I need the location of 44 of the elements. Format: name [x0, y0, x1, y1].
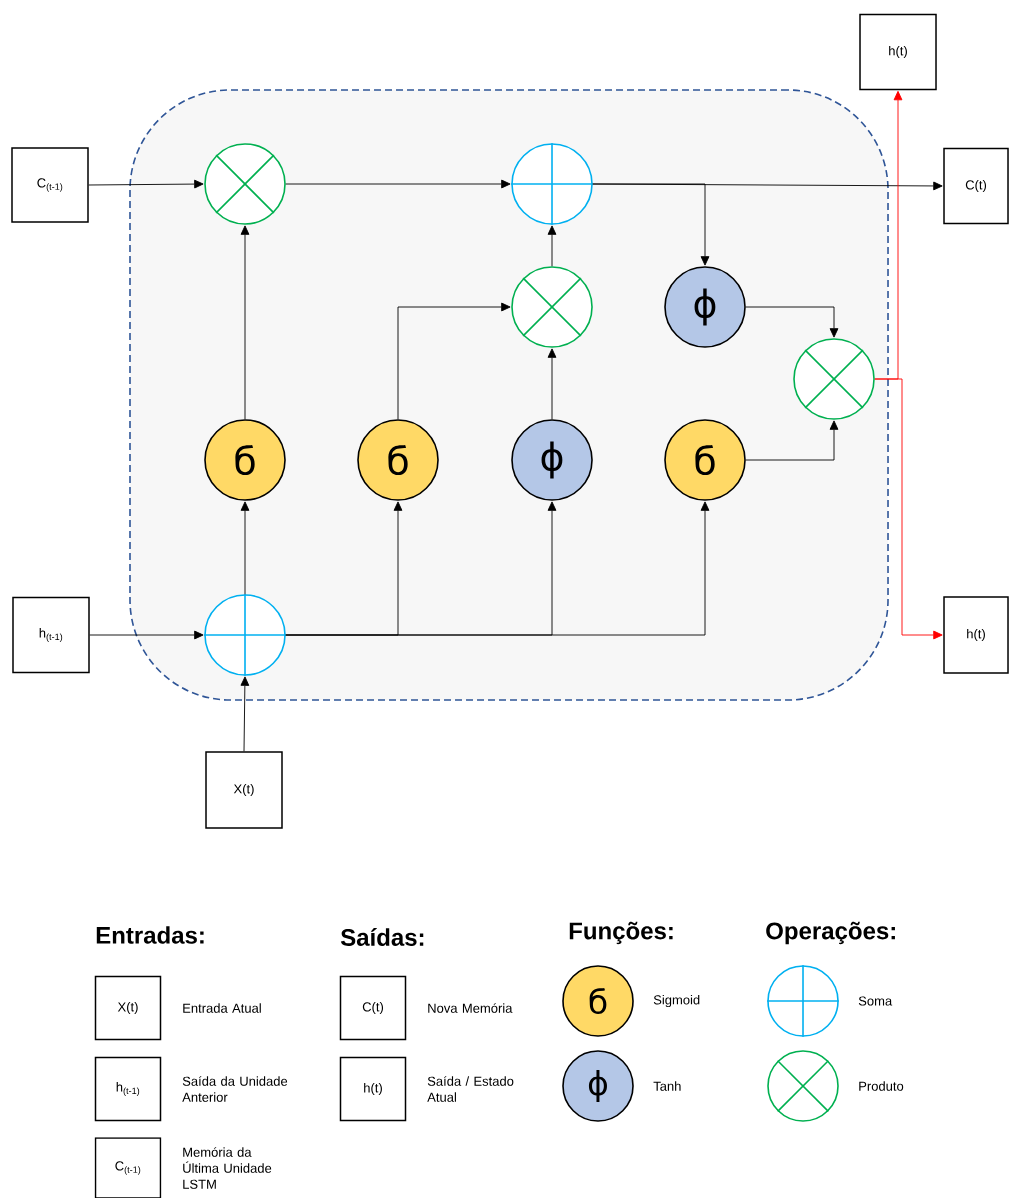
variable-box: C$_{(t-1)}$ [11, 147, 89, 223]
arrow [285, 501, 710, 636]
variable-box: h(t) [943, 596, 1009, 674]
arrow [240, 225, 250, 420]
sum-circle [203, 593, 287, 677]
variable-box: h$_{(t-1)}$ [94, 1056, 162, 1122]
legend-text: Nova Memória [428, 1003, 513, 1013]
variable-box: h(t) [859, 13, 937, 91]
arrow [88, 179, 204, 189]
product-circle [204, 143, 286, 225]
arrow [547, 348, 557, 420]
arrow [874, 378, 943, 640]
variable-box: X(t) [94, 975, 162, 1041]
sum-circle [510, 142, 594, 226]
variable-box: h$_{(t-1)}$ [12, 596, 90, 674]
legend-text: Entrada Atual [183, 1003, 261, 1013]
arrow [745, 420, 839, 461]
arrow [89, 630, 204, 640]
heading-text: Entradas: [96, 926, 204, 944]
product-circle [793, 338, 875, 420]
heading-text: Funções: [569, 921, 673, 945]
legend-text: Memória da Última Unidade LSTM [183, 1147, 272, 1189]
product-circle [767, 1050, 839, 1122]
arrow [592, 183, 710, 266]
variable-box: h(t) [339, 1056, 407, 1122]
variable-box: X(t) [205, 751, 283, 829]
variable-box: C(t) [339, 975, 407, 1041]
legend-text: Produto [859, 1081, 904, 1091]
legend-text: Soma [858, 996, 893, 1006]
legend-text: Tanh [653, 1081, 681, 1091]
arrow [240, 501, 250, 595]
legend-text: Saída / Estado Atual [427, 1076, 514, 1102]
arrow [547, 225, 557, 267]
variable-box: C$_{(t-1)}$ [94, 1137, 162, 1198]
product-circle [511, 266, 593, 348]
legend-text: Saída da Unidade Anterior [182, 1076, 288, 1102]
arrow [285, 179, 511, 189]
legend-text: Sigmoid [653, 994, 700, 1008]
arrow [240, 676, 250, 752]
arrow [745, 306, 839, 338]
arrow [397, 302, 511, 420]
heading-text: Saídas: [340, 928, 424, 946]
variable-box: C(t) [943, 147, 1009, 225]
sum-circle [766, 964, 840, 1038]
